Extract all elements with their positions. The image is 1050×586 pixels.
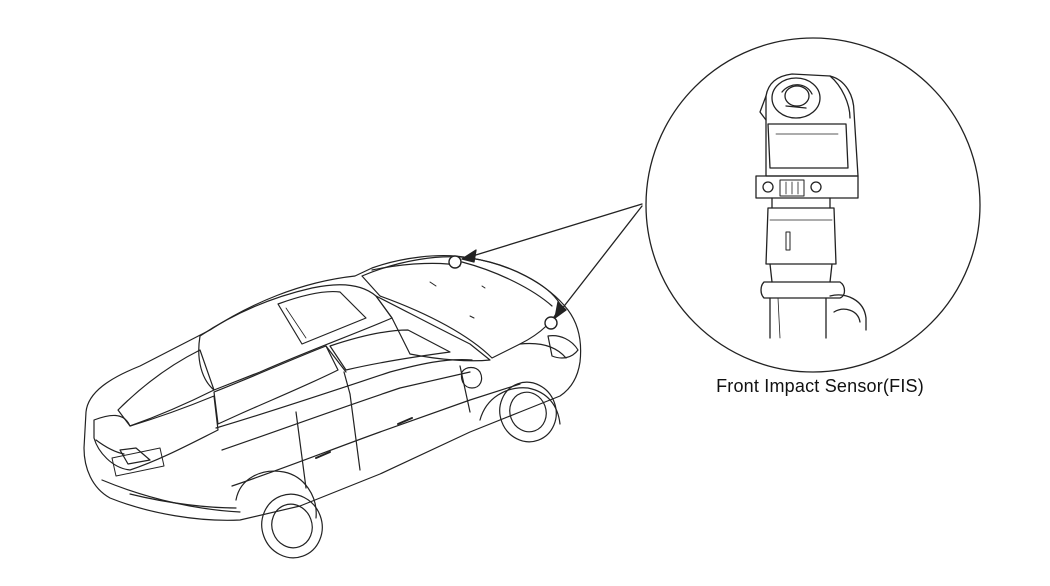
car-sunroof <box>277 291 367 345</box>
car-side-window-rear <box>213 345 339 425</box>
sensor-detail-callout <box>645 37 981 373</box>
car-illustration <box>83 255 582 559</box>
sensor-caption: Front Impact Sensor(FIS) <box>716 376 924 396</box>
car-windshield <box>375 295 491 362</box>
sensor-illustration <box>755 73 867 339</box>
detail-circle <box>645 37 981 373</box>
arrow-to-right-sensor <box>557 205 643 315</box>
car-rear-wheel <box>235 470 323 559</box>
car-trunk <box>93 395 219 471</box>
car-body-outline <box>83 255 582 521</box>
callout-arrows <box>461 203 643 319</box>
arrow-to-left-sensor <box>465 203 643 259</box>
car-front-wheel <box>479 381 561 443</box>
car-roof <box>198 284 393 391</box>
car-license-plate <box>111 447 165 477</box>
car-rear-window <box>117 349 215 427</box>
car-side-window-front <box>329 329 451 371</box>
car-hood <box>361 256 561 359</box>
sensor-marker-right <box>544 316 558 330</box>
car-side-mirror <box>460 366 483 389</box>
sensor-marker-left <box>448 255 462 269</box>
